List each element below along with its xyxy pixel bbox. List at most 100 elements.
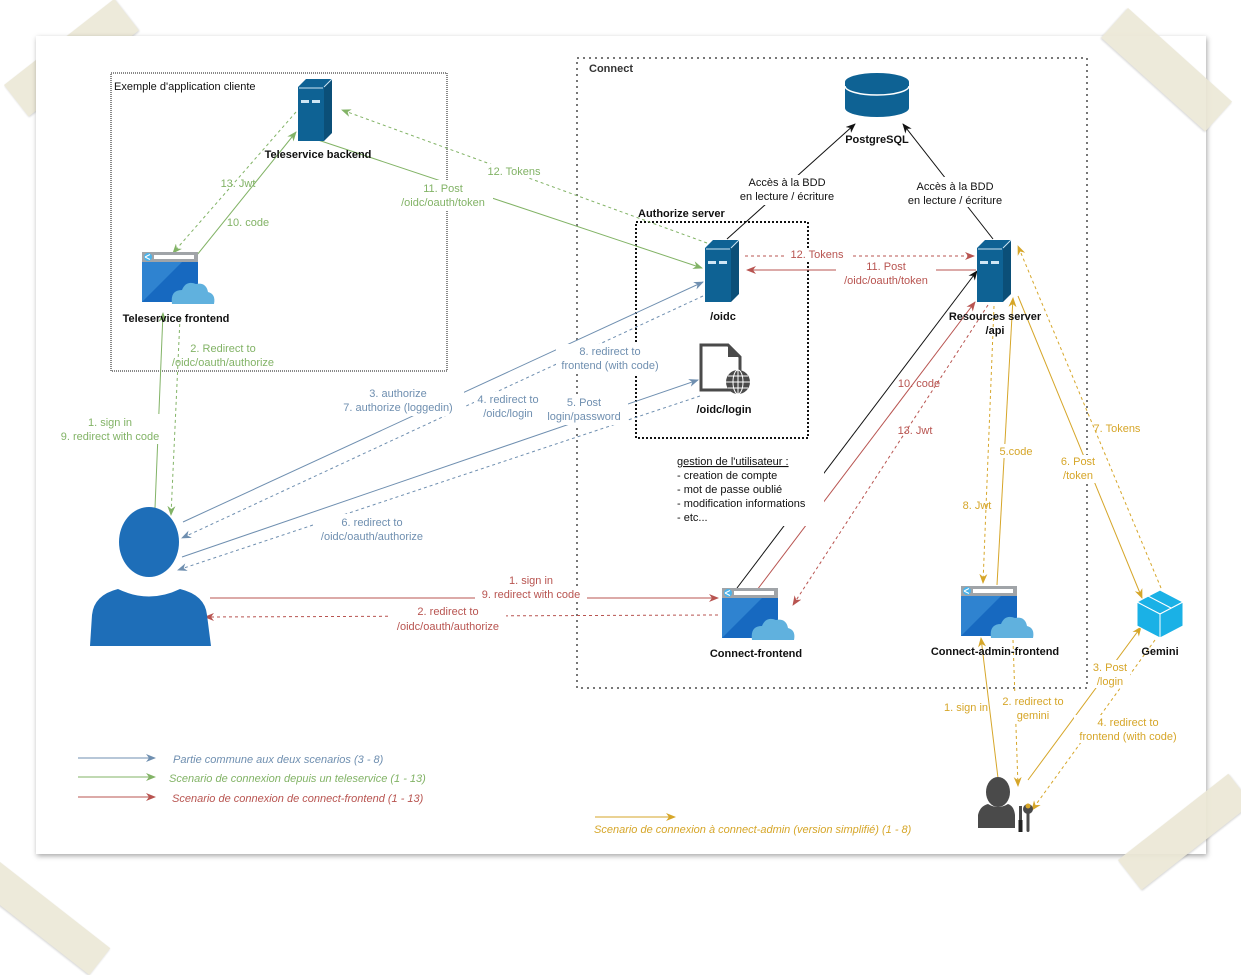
- web-app-icon: [141, 251, 215, 305]
- svg-text:/oidc/login: /oidc/login: [483, 408, 533, 420]
- legend-item-connect-frontend: Scenario de connexion de connect-fronten…: [78, 793, 424, 805]
- svg-text:/oidc/oauth/authorize: /oidc/oauth/authorize: [321, 531, 423, 543]
- admin-user-icon[interactable]: [978, 777, 1033, 832]
- teleservice-edge-labels: 13. Jwt 10. code 11. Post /oidc/oauth/to…: [52, 164, 548, 444]
- svg-text:- etc...: - etc...: [677, 512, 708, 524]
- connect-frontend-label: Connect-frontend: [710, 648, 802, 660]
- svg-text:/oidc/oauth/token: /oidc/oauth/token: [401, 197, 485, 209]
- web-app-icon: [960, 585, 1034, 639]
- svg-text:- creation de compte: - creation de compte: [677, 470, 777, 482]
- common-6-label: 6. redirect to: [341, 517, 402, 529]
- connect-title: Connect: [589, 63, 633, 75]
- common-4-label: 4. redirect to: [477, 394, 538, 406]
- svg-text:- mot de passe oublié: - mot de passe oublié: [677, 484, 782, 496]
- common-5-label: 5. Post: [567, 397, 601, 409]
- web-page-globe-icon: [699, 343, 750, 395]
- cf-1-9-label: 1. sign in: [509, 575, 553, 587]
- teleservice-frontend-node[interactable]: Teleservice frontend: [123, 251, 230, 325]
- oidc-node[interactable]: /oidc: [704, 239, 740, 323]
- svg-text:/oidc/oauth/authorize: /oidc/oauth/authorize: [172, 357, 274, 369]
- common-edge-labels: 3. authorize 7. authorize (loggedin) 4. …: [314, 344, 668, 544]
- user-avatar-icon[interactable]: [90, 507, 211, 646]
- postgresql-node[interactable]: PostgreSQL: [844, 73, 910, 146]
- ad-1-signin-label: 1. sign in: [944, 702, 988, 714]
- connect-admin-frontend-label: Connect-admin-frontend: [931, 646, 1059, 658]
- ad-8-jwt-edge: [979, 305, 995, 584]
- ts-10-code-edge: [196, 131, 297, 256]
- ts-2-redirect-label: 2. Redirect to: [190, 343, 255, 355]
- oidc-login-label: /oidc/login: [697, 404, 752, 416]
- connect-admin-frontend-node[interactable]: Connect-admin-frontend: [931, 585, 1059, 658]
- ad-6-post-edge: [1017, 295, 1143, 599]
- svg-text:9. redirect with code: 9. redirect with code: [482, 589, 580, 601]
- user-management-title: gestion de l'utilisateur :: [677, 456, 789, 468]
- client-app-title: Exemple d'application cliente: [114, 81, 256, 93]
- user-management-note: gestion de l'utilisateur : - creation de…: [674, 452, 824, 526]
- ts-13-jwt-label: 13. Jwt: [221, 178, 256, 190]
- server-icon: [976, 239, 1012, 303]
- cf-2-redirect-edge: [204, 612, 719, 621]
- svg-text:en lecture / écriture: en lecture / écriture: [740, 191, 834, 203]
- ts-12-tokens-label: 12. Tokens: [487, 166, 541, 178]
- ad-3-post-edge: [1027, 626, 1142, 781]
- ad-6-post-label: 6. Post: [1061, 456, 1095, 468]
- gemini-label: Gemini: [1141, 646, 1178, 658]
- resources-server-node[interactable]: Resources server /api: [949, 239, 1042, 337]
- ts-11-post-edge: [317, 139, 703, 269]
- admin-edge-labels: 5.code 8. Jwt 6. Post /token 7. Tokens 3…: [944, 423, 1186, 743]
- api-db-access-label: Accès à la BDD en lecture / écriture: [902, 177, 1008, 207]
- cf-10-code-label: 10. code: [898, 378, 940, 390]
- package-box-icon: [1135, 589, 1185, 639]
- svg-text:login/password: login/password: [547, 411, 620, 423]
- legend: Partie commune aux deux scenarios (3 - 8…: [78, 754, 912, 836]
- svg-text:7. authorize (loggedin): 7. authorize (loggedin): [343, 402, 452, 414]
- ts-13-jwt-edge: [172, 111, 297, 254]
- ad-5-code-label: 5.code: [999, 446, 1032, 458]
- cf-2-redirect-label: 2. redirect to: [417, 606, 478, 618]
- svg-text:/oidc/oauth/authorize: /oidc/oauth/authorize: [397, 621, 499, 633]
- ad-7-tokens-edge: [1017, 245, 1162, 589]
- oidc-label: /oidc: [710, 311, 736, 323]
- connect-frontend-node[interactable]: Connect-frontend: [710, 587, 802, 660]
- svg-text:- modification informations: - modification informations: [677, 498, 806, 510]
- cf-12-tokens-label: 12. Tokens: [790, 249, 844, 261]
- ad-3-post-label: 3. Post: [1093, 662, 1127, 674]
- cf-10-code-edge: [756, 301, 976, 591]
- oidc-db-access-label: Accès à la BDD en lecture / écriture: [740, 175, 840, 205]
- ad-5-code-edge: [996, 297, 1017, 586]
- connect-frontend-edge-labels: 12. Tokens 11. Post /oidc/oauth/token 10…: [388, 248, 940, 633]
- svg-text:/oidc/oauth/token: /oidc/oauth/token: [844, 275, 928, 287]
- ts-10-code-label: 10. code: [227, 217, 269, 229]
- ad-2-redirect-label: 2. redirect to: [1002, 696, 1063, 708]
- authorize-server-container: [635, 221, 809, 439]
- ad-8-jwt-label: 8. Jwt: [963, 500, 992, 512]
- ts-2-redirect-edge: [167, 317, 181, 516]
- wrench-icon: [1023, 803, 1033, 832]
- resources-server-label: Resources server: [949, 311, 1042, 323]
- cf-11-post-label: 11. Post: [866, 261, 906, 273]
- svg-text:frontend (with code): frontend (with code): [1079, 731, 1176, 743]
- svg-text:9. redirect with code: 9. redirect with code: [61, 431, 159, 443]
- ad-7-tokens-label: 7. Tokens: [1094, 423, 1141, 435]
- resources-server-sublabel: /api: [986, 325, 1005, 337]
- diagram-svg: Exemple d'application cliente Connect Au…: [52, 57, 1186, 836]
- ad-4-redirect-label: 4. redirect to: [1097, 717, 1158, 729]
- svg-text:Scenario de connexion à connec: Scenario de connexion à connect-admin (v…: [594, 824, 912, 836]
- ts-1-signin-edge: [154, 312, 167, 509]
- oidc-login-node[interactable]: /oidc/login: [697, 343, 752, 416]
- common-3-7-label: 3. authorize: [369, 388, 426, 400]
- ts-1-signin-label: 1. sign in: [88, 417, 132, 429]
- svg-text:Accès à la BDD: Accès à la BDD: [916, 181, 993, 193]
- server-icon: [297, 78, 333, 142]
- server-icon: [704, 239, 740, 303]
- teleservice-backend-node[interactable]: Teleservice backend: [265, 78, 372, 161]
- common-8-label: 8. redirect to: [579, 346, 640, 358]
- legend-item-common: Partie commune aux deux scenarios (3 - 8…: [78, 754, 384, 766]
- gemini-node[interactable]: Gemini: [1135, 589, 1185, 658]
- svg-text:Accès à la BDD: Accès à la BDD: [748, 177, 825, 189]
- ad-1-signin-edge: [978, 637, 999, 779]
- ts-11-post-label: 11. Post: [423, 183, 463, 195]
- screwdriver-icon: [1019, 806, 1022, 820]
- authorize-server-title: Authorize server: [638, 208, 726, 220]
